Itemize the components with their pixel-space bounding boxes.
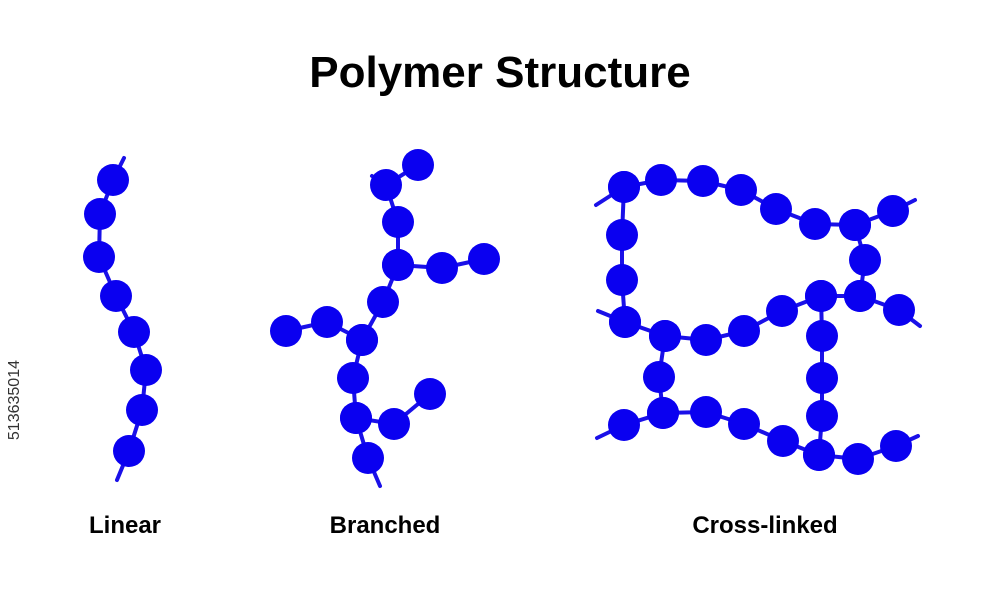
cross-vertical-right-monomer: [844, 280, 876, 312]
cross-chain-bottom-monomer: [842, 443, 874, 475]
branched-backbone-monomer: [337, 362, 369, 394]
cross-link-left-monomer: [649, 320, 681, 352]
cross-link-left-monomer: [643, 361, 675, 393]
linear-chain-monomer: [130, 354, 162, 386]
branched-arm-lower-monomer: [378, 408, 410, 440]
linear-label: Linear: [88, 512, 162, 539]
branched-backbone-monomer: [382, 206, 414, 238]
cross-chain-middle-monomer: [690, 324, 722, 356]
cross-chain-middle-monomer: [883, 294, 915, 326]
cross-link-right-monomer: [805, 280, 837, 312]
linear-chain-monomer: [126, 394, 158, 426]
cross-chain-bottom-monomer: [803, 439, 835, 471]
linear-chain-monomer: [100, 280, 132, 312]
branched-backbone-monomer: [402, 149, 434, 181]
branched-arm-left-monomer: [346, 324, 378, 356]
cross-chain-middle-monomer: [766, 295, 798, 327]
branched-backbone-monomer: [370, 169, 402, 201]
cross-chain-top-monomer: [760, 193, 792, 225]
cross-link-right-monomer: [806, 320, 838, 352]
linear-chain-monomer: [97, 164, 129, 196]
cross-chain-bottom-monomer: [880, 430, 912, 462]
branched-backbone-monomer: [352, 442, 384, 474]
cross-chain-bottom-monomer: [608, 409, 640, 441]
cross-linked-label: Cross-linked: [692, 512, 838, 539]
cross-chain-bottom-monomer: [767, 425, 799, 457]
branched-arm-lower-monomer: [340, 402, 372, 434]
cross-chain-top-monomer: [645, 164, 677, 196]
cross-vertical-left-monomer: [608, 171, 640, 203]
branched-arm-left-monomer: [311, 306, 343, 338]
branched-label: Branched: [329, 512, 441, 539]
linear-chain-monomer: [84, 198, 116, 230]
cross-link-right-monomer: [806, 362, 838, 394]
cross-chain-middle-monomer: [728, 315, 760, 347]
branched-arm-right-monomer: [426, 252, 458, 284]
branched-arm-right-monomer: [468, 243, 500, 275]
cross-vertical-right-monomer: [849, 244, 881, 276]
cross-chain-top-monomer: [687, 165, 719, 197]
branched-arm-lower-monomer: [414, 378, 446, 410]
cross-chain-top-monomer: [877, 195, 909, 227]
branched-arm-left-monomer: [270, 315, 302, 347]
cross-chain-top-monomer: [799, 208, 831, 240]
image-id-text: 513635014: [6, 360, 23, 441]
linear-chain-monomer: [118, 316, 150, 348]
branched-arm-right-monomer: [382, 249, 414, 281]
cross-chain-bottom-monomer: [728, 408, 760, 440]
cross-chain-bottom-monomer: [690, 396, 722, 428]
cross-link-right-monomer: [806, 400, 838, 432]
cross-chain-bottom-monomer: [647, 397, 679, 429]
linear-chain-monomer: [83, 241, 115, 273]
cross-vertical-left-monomer: [606, 264, 638, 296]
branched-backbone-monomer: [367, 286, 399, 318]
monomers-layer: [83, 149, 915, 475]
cross-vertical-right-monomer: [839, 209, 871, 241]
diagram-title: Polymer Structure: [309, 48, 691, 97]
cross-chain-top-monomer: [725, 174, 757, 206]
cross-vertical-left-monomer: [606, 219, 638, 251]
linear-chain-monomer: [113, 435, 145, 467]
cross-chain-middle-monomer: [609, 306, 641, 338]
